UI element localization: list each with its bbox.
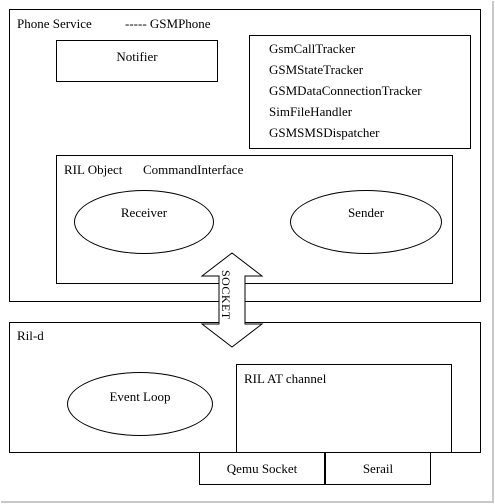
- command-interface-label: CommandInterface: [143, 162, 244, 177]
- qemu-socket-box: Qemu Socket: [199, 452, 325, 485]
- tracker-item: GsmCallTracker: [269, 41, 356, 56]
- tracker-item: GSMDataConnectionTracker: [269, 83, 422, 98]
- sender-ellipse: Sender: [290, 190, 442, 254]
- ril-at-channel-label: RIL AT channel: [244, 371, 327, 386]
- phone-service-title: Phone Service: [17, 16, 92, 31]
- tracker-item: SimFileHandler: [269, 104, 353, 119]
- notifier-label: Notifier: [116, 49, 158, 64]
- socket-label: SOCKET: [219, 270, 233, 320]
- gsm-phone-subtitle: ----- GSMPhone: [125, 16, 211, 31]
- ril-object-title: RIL Object: [64, 162, 123, 177]
- trackers-box: [249, 35, 471, 149]
- socket-double-arrow: [200, 252, 264, 348]
- tracker-item: GSMStateTracker: [269, 62, 364, 77]
- event-loop-label: Event Loop: [109, 389, 171, 404]
- receiver-ellipse: Receiver: [74, 190, 214, 254]
- sender-label: Sender: [347, 205, 385, 220]
- trackers-list: GsmCallTracker GSMStateTracker GSMDataCo…: [269, 41, 422, 146]
- serial-box: Serail: [325, 452, 431, 485]
- ril-d-title: Ril-d: [17, 328, 44, 343]
- serial-label: Serail: [362, 460, 394, 476]
- notifier-box: Notifier: [56, 40, 218, 82]
- tracker-item: GSMSMSDispatcher: [269, 125, 380, 140]
- event-loop-ellipse: Event Loop: [67, 372, 213, 436]
- qemu-socket-label: Qemu Socket: [226, 460, 298, 476]
- receiver-label: Receiver: [120, 205, 168, 220]
